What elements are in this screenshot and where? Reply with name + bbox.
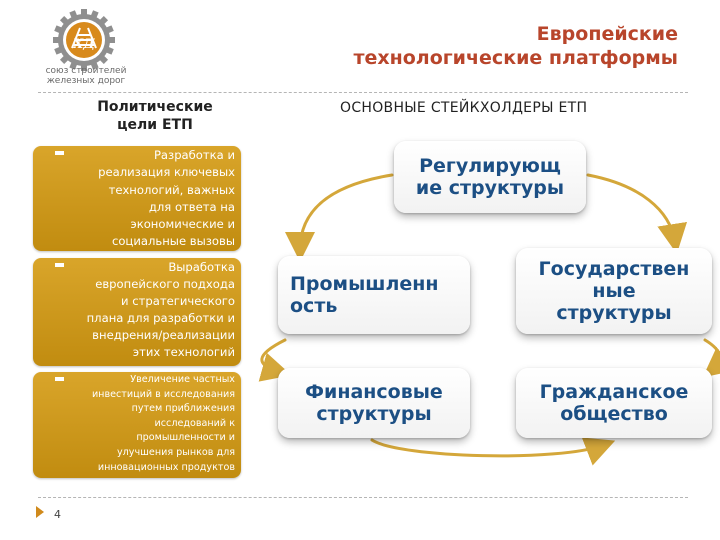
goal-3-line: улучшения рынков для bbox=[116, 446, 235, 458]
goal-1-line: социальные вызовы bbox=[111, 234, 235, 249]
gear-tooth bbox=[98, 54, 109, 65]
goal-1-line: для ответа на bbox=[148, 199, 235, 214]
card-civil-line: Гражданское bbox=[539, 381, 689, 403]
bullet-icon bbox=[55, 263, 64, 267]
gear-tooth bbox=[81, 63, 87, 71]
left-heading: Политические цели ЕТП bbox=[60, 98, 250, 134]
title-line2: технологические платформы bbox=[353, 47, 678, 69]
goal-box-3: Увеличение частных инвестиций в исследов… bbox=[33, 372, 241, 478]
stakeholders-heading: ОСНОВНЫЕ СТЕЙКХОЛДЕРЫ ЕТП bbox=[340, 100, 588, 116]
header-divider bbox=[38, 92, 688, 93]
arrow-right-top bbox=[586, 173, 688, 254]
goal-2-line: европейского подхода bbox=[95, 277, 235, 291]
gear-tooth bbox=[59, 54, 70, 65]
logo-caption-line1: союз строителей bbox=[45, 66, 127, 76]
arrow-right-middle bbox=[702, 338, 720, 378]
card-regulatory-line: ие структуры bbox=[415, 177, 565, 199]
gear-tooth bbox=[54, 46, 64, 55]
goal-2-line: плана для разработки и bbox=[86, 311, 235, 325]
card-government-line: Государствен bbox=[538, 258, 690, 280]
arrow-left-top bbox=[285, 173, 394, 262]
gear-tooth bbox=[90, 60, 99, 70]
gear-tooth bbox=[81, 9, 87, 17]
goal-2-line: этих технологий bbox=[132, 345, 235, 359]
gear-tooth bbox=[104, 46, 114, 55]
left-heading-line1: Политические bbox=[97, 99, 213, 115]
logo-monogram: ХД bbox=[72, 37, 95, 52]
card-industry-line: ость bbox=[290, 295, 338, 317]
logo-caption-line2: железных дорог bbox=[46, 76, 126, 86]
gear-tooth bbox=[69, 10, 78, 20]
gear-tooth bbox=[59, 15, 70, 26]
footer-divider bbox=[38, 497, 688, 498]
card-government-line: ные bbox=[592, 280, 636, 302]
goal-2-line: Выработка bbox=[168, 260, 235, 274]
bullet-icon bbox=[55, 151, 64, 155]
logo: ХД bbox=[53, 9, 115, 71]
cycle-arrows bbox=[258, 173, 720, 466]
slide-number: 4 bbox=[54, 508, 61, 521]
gear-tooth bbox=[107, 37, 115, 43]
goal-box-2: Выработка европейского подхода и стратег… bbox=[33, 258, 241, 366]
card-government: Государствен ные структуры bbox=[516, 248, 712, 334]
goal-1-line: экономические и bbox=[130, 217, 235, 232]
goal-2-line: и стратегического bbox=[121, 294, 235, 308]
card-finance-line: Финансовые bbox=[305, 381, 443, 403]
goal-2-line: внедрения/реализации bbox=[92, 328, 235, 342]
gear-tooth bbox=[104, 25, 114, 34]
gear-tooth bbox=[54, 25, 64, 34]
play-icon bbox=[36, 506, 44, 518]
gear-tooth bbox=[90, 10, 99, 20]
left-heading-line2: цели ЕТП bbox=[117, 117, 193, 133]
goal-1-line: реализация ключевых bbox=[98, 165, 235, 180]
goal-3-line: исследований к bbox=[154, 417, 235, 429]
page-title: Европейские технологические платформы bbox=[278, 22, 678, 70]
gear-tooth bbox=[69, 60, 78, 70]
card-finance-line: структуры bbox=[316, 403, 432, 425]
gear-tooth bbox=[98, 15, 109, 26]
goal-3-line: промышленности и bbox=[136, 432, 235, 444]
card-civil-line: общество bbox=[560, 403, 668, 425]
title-line1: Европейские bbox=[536, 23, 678, 45]
card-finance: Финансовые структуры bbox=[278, 368, 470, 438]
card-industry-line: Промышленн bbox=[290, 273, 439, 295]
goal-3-line: путем приближения bbox=[131, 403, 235, 415]
gear-tooth bbox=[53, 37, 61, 43]
logo-caption: союз строителей железных дорог bbox=[30, 66, 142, 86]
card-regulatory: Регулирующ ие структуры bbox=[394, 141, 586, 213]
arrow-bottom bbox=[370, 437, 616, 466]
bullet-icon bbox=[55, 377, 64, 381]
goal-3-line: Увеличение частных bbox=[130, 374, 235, 385]
arrow-left-middle bbox=[258, 338, 292, 382]
goal-1-line: Разработка и bbox=[153, 148, 235, 162]
goal-3-line: инновационных продуктов bbox=[97, 461, 235, 473]
goal-1-line: технологий, важных bbox=[108, 182, 235, 197]
card-industry: Промышленн ость bbox=[278, 256, 470, 334]
card-government-line: структуры bbox=[556, 302, 672, 324]
goal-3-line: инвестиций в исследования bbox=[91, 388, 235, 400]
card-regulatory-line: Регулирующ bbox=[419, 155, 561, 177]
card-civil: Гражданское общество bbox=[516, 368, 712, 438]
goal-box-1: Разработка и реализация ключевых техноло… bbox=[33, 146, 241, 251]
